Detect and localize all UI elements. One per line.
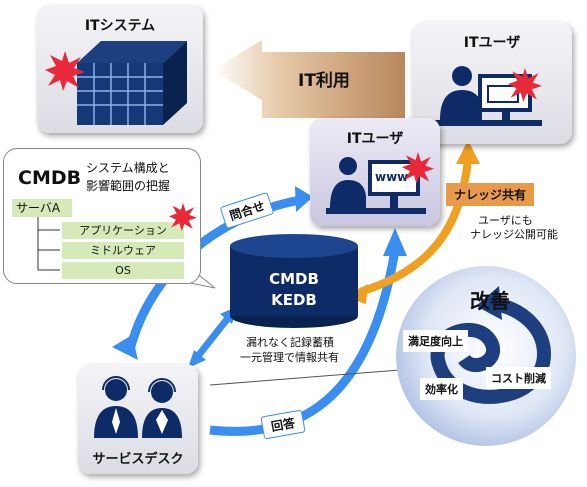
answer-arrow: [209, 249, 400, 436]
improvement-item-satisfaction: 満足度向上: [403, 330, 468, 352]
db-desk-link: [195, 315, 231, 359]
it-system-title: ITシステム: [84, 18, 156, 34]
tree-lines: [37, 217, 60, 271]
alert-burst-icon: [169, 203, 197, 231]
it-system-card: ITシステム: [37, 5, 203, 133]
alert-burst-icon: [45, 51, 85, 91]
server-a-label: サーバA: [12, 199, 72, 217]
tree-item-os: OS: [62, 262, 184, 279]
cmdb-panel: CMDB システム構成と 影響範囲の把握 サーバA アプリケーション ミドルウェ…: [3, 148, 201, 284]
knowledge-caption-1: ユーザにも: [478, 214, 533, 227]
inquiry-arrowhead-top: [295, 186, 313, 212]
cmdb-desc-line-2: 影響範囲の把握: [86, 179, 171, 193]
headset-operator-icon: [94, 376, 182, 438]
server-rack-icon: [77, 41, 187, 125]
inquiry-arrowhead-bottom: [112, 335, 138, 360]
it-use-label: IT利用: [298, 71, 350, 91]
it-user-top-title: ITユーザ: [463, 35, 521, 51]
db-caption-1: 漏れなく記録蓄積: [246, 336, 334, 349]
it-use-arrow: [212, 40, 405, 118]
it-user-mid-card: ITユーザ www: [310, 118, 440, 226]
improvement-title: 改善: [470, 289, 510, 313]
db-label-2: KEDB: [271, 291, 317, 309]
service-desk-card: サービスデスク: [78, 364, 198, 474]
service-desk-title: サービスデスク: [92, 452, 184, 467]
www-screen-text: www: [375, 170, 409, 184]
tree-item-middleware: ミドルウェア: [62, 242, 184, 259]
db-label-1: CMDB: [269, 270, 319, 288]
db-caption-2: 一元管理で情報共有: [240, 351, 339, 364]
it-user-mid-title: ITユーザ: [346, 131, 404, 147]
alert-burst-icon: [508, 68, 542, 102]
alert-burst-icon: [402, 152, 434, 184]
cmdb-panel-title: CMDB: [18, 167, 82, 189]
tree-item-application: アプリケーション: [62, 222, 184, 239]
improvement-item-cost: コスト削減: [486, 367, 551, 389]
knowledge-caption-2: ナレッジ公開可能: [470, 228, 558, 241]
knowledge-badge: ナレッジ共有: [446, 183, 535, 206]
answer-arrowhead: [383, 228, 407, 256]
cmdb-desc-line-1: システム構成と: [86, 161, 170, 175]
improvement-item-efficiency: 効率化: [420, 378, 463, 400]
database-cylinder-icon: [230, 234, 358, 328]
